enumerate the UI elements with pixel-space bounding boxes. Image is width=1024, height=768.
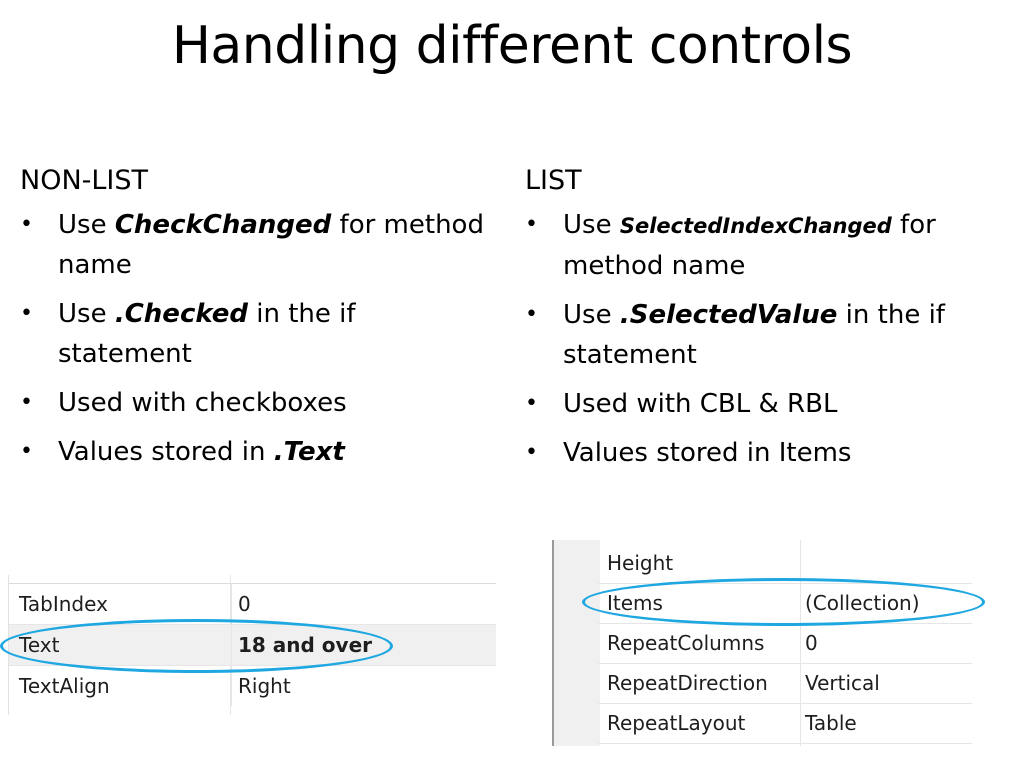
property-value[interactable] <box>801 543 976 583</box>
bullet-item: • Use CheckChanged for method name <box>20 205 490 285</box>
property-value[interactable]: (Collection) <box>805 591 920 615</box>
bullet-item: • Values stored in Items <box>525 433 995 473</box>
bullet-emphasis: .SelectedValue <box>619 300 838 330</box>
property-row-repeatdirection[interactable]: RepeatDirection Vertical <box>598 663 972 704</box>
non-list-heading: NON-LIST <box>20 165 149 196</box>
bullet-text: Used with CBL & RBL <box>563 389 838 419</box>
non-list-column: NON-LIST • Use CheckChanged for method na… <box>20 160 490 481</box>
property-row-height[interactable]: Height <box>598 543 972 584</box>
bullet-text: Use <box>563 210 620 240</box>
bullet-emphasis: CheckChanged <box>114 210 332 240</box>
checkbox-property-grid: TabIndex 0 Text 18 and over TextAlign Ri… <box>8 575 496 715</box>
list-property-grid: Height Items (Collection) RepeatColumns … <box>552 540 972 746</box>
slide-title: Handling different controls <box>171 16 853 76</box>
bullet-icon: • <box>525 302 538 327</box>
property-name: TabIndex <box>9 584 232 624</box>
property-name: RepeatLayout <box>598 703 801 743</box>
bullet-emphasis: .Checked <box>114 299 248 329</box>
property-row-tabindex[interactable]: TabIndex 0 <box>9 584 496 625</box>
bullet-text: Used with checkboxes <box>58 388 347 418</box>
bullet-text: Use <box>58 210 115 240</box>
bullet-icon: • <box>525 212 538 237</box>
bullet-text: Values stored in Items <box>563 438 852 468</box>
property-name: Items <box>598 583 801 623</box>
property-value[interactable]: Table <box>805 711 857 735</box>
bullet-item: • Use SelectedIndexChanged for method nam… <box>525 205 995 286</box>
bullet-text: Use <box>58 299 115 329</box>
bullet-text: in the if statement <box>58 299 356 369</box>
property-name: TextAlign <box>9 666 232 706</box>
grid-top-border <box>9 575 496 584</box>
bullet-item: • Used with CBL & RBL <box>525 384 995 424</box>
property-value[interactable]: 0 <box>238 592 251 616</box>
property-row-textalign[interactable]: TextAlign Right <box>9 666 496 706</box>
property-row-repeatcolumns[interactable]: RepeatColumns 0 <box>598 623 972 664</box>
bullet-icon: • <box>20 439 33 464</box>
property-row-repeatlayout[interactable]: RepeatLayout Table <box>598 703 972 744</box>
bullet-item: • Used with checkboxes <box>20 383 490 423</box>
bullet-icon: • <box>20 212 33 237</box>
bullet-icon: • <box>20 301 33 326</box>
bullet-text: Use <box>563 300 620 330</box>
bullet-emphasis: SelectedIndexChanged <box>619 214 892 238</box>
property-value[interactable]: Vertical <box>805 671 880 695</box>
list-heading: LIST <box>525 165 582 196</box>
property-name: Text <box>9 625 232 665</box>
bullet-text: for method name <box>58 210 484 280</box>
property-value[interactable]: 18 and over <box>238 633 373 657</box>
list-column: LIST • Use SelectedIndexChanged for metho… <box>525 160 995 482</box>
property-value[interactable]: 0 <box>805 631 818 655</box>
bullet-icon: • <box>525 391 538 416</box>
bullet-item: • Use .Checked in the if statement <box>20 294 490 374</box>
property-name: RepeatColumns <box>598 623 801 663</box>
bullet-text: for method name <box>563 210 936 281</box>
bullet-item: • Values stored in .Text <box>20 432 490 472</box>
bullet-text: in the if statement <box>563 300 945 370</box>
property-name: RepeatDirection <box>598 663 801 703</box>
bullet-text: Values stored in <box>58 437 274 467</box>
grid-category-gutter <box>552 540 600 746</box>
property-name: Height <box>598 543 801 583</box>
bullet-icon: • <box>20 390 33 415</box>
bullet-emphasis: .Text <box>273 437 345 467</box>
non-list-bullets: • Use CheckChanged for method name • Use .… <box>20 205 490 472</box>
bullet-item: • Use .SelectedValue in the if statement <box>525 295 995 375</box>
bullet-icon: • <box>525 440 538 465</box>
list-bullets: • Use SelectedIndexChanged for method nam… <box>525 205 995 473</box>
property-row-text[interactable]: Text 18 and over <box>9 625 496 666</box>
property-value[interactable]: Right <box>238 674 291 698</box>
property-row-items[interactable]: Items (Collection) <box>598 583 972 624</box>
